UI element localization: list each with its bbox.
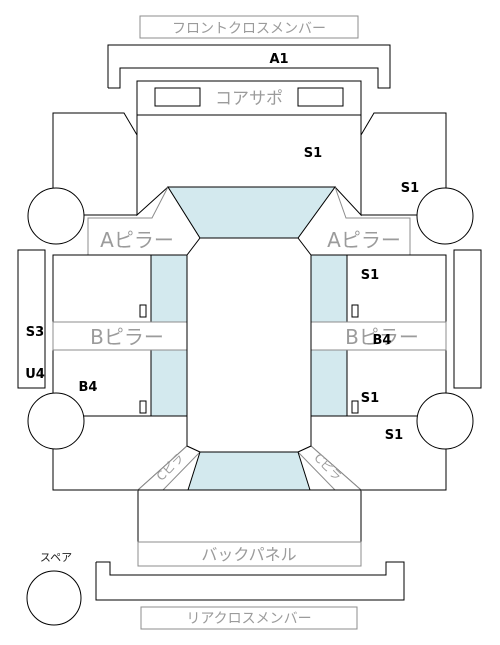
- headlight-right: [297, 87, 344, 107]
- rocker-left: [17, 249, 46, 389]
- b-pillar-right-code: B4: [373, 333, 392, 348]
- rear-door-right-code: S1: [361, 391, 379, 406]
- rocker-right: [453, 249, 482, 389]
- hood-code: S1: [304, 146, 322, 161]
- rear-door-left-code: B4: [79, 380, 98, 395]
- trunk: [137, 489, 362, 543]
- front-window-left: [150, 254, 188, 323]
- roof: [186, 237, 312, 453]
- rear-door-handle-left: [139, 400, 147, 414]
- back-panel-label: バックパネル: [201, 545, 296, 564]
- front-door-handle-right: [351, 304, 359, 318]
- b-pillar-left-label: Bピラー: [90, 325, 164, 349]
- front-cross-member-box: [139, 15, 359, 39]
- rear-window-left: [150, 349, 188, 417]
- b-pillar-right-label: Bピラー: [345, 325, 419, 349]
- front-door-handle-left: [139, 304, 147, 318]
- front-wheel-left: [27, 187, 85, 245]
- spare-label: スペア: [40, 551, 72, 564]
- rocker-left-u4-code: U4: [25, 367, 45, 382]
- rear-window-right: [310, 349, 348, 417]
- back-panel-box: [137, 541, 362, 567]
- front-fender-right: [360, 112, 447, 216]
- front-wheel-right: [416, 187, 474, 245]
- b-pillar-right: [310, 321, 447, 351]
- b-pillar-left: [52, 321, 188, 351]
- rear-cross-member-box: [140, 606, 358, 630]
- a-pillar-right-label: Aピラー: [327, 228, 401, 252]
- spare-tire: [26, 570, 82, 626]
- rear-door-handle-right: [351, 400, 359, 414]
- core-support-box: [136, 80, 362, 116]
- rear-wheel-left: [27, 392, 85, 450]
- a-pillar-left-label: Aピラー: [100, 228, 174, 252]
- rear-quarter-right-code: S1: [385, 428, 403, 443]
- rear-bumper: [95, 561, 405, 601]
- front-window-right: [310, 254, 348, 323]
- front-cross-member-label: フロントクロスメンバー: [172, 21, 326, 37]
- rear-cross-member-label: リアクロスメンバー: [186, 611, 311, 627]
- rear-window: [187, 451, 311, 491]
- core-support-label: コアサポ: [215, 89, 283, 109]
- front-bumper: [107, 44, 391, 89]
- rocker-left-s3-code: S3: [26, 325, 44, 340]
- front-fender-right-code: S1: [401, 181, 419, 196]
- front-code: A1: [269, 52, 288, 67]
- front-door-right-code: S1: [361, 268, 379, 283]
- headlight-left: [154, 87, 201, 107]
- rear-wheel-right: [416, 392, 474, 450]
